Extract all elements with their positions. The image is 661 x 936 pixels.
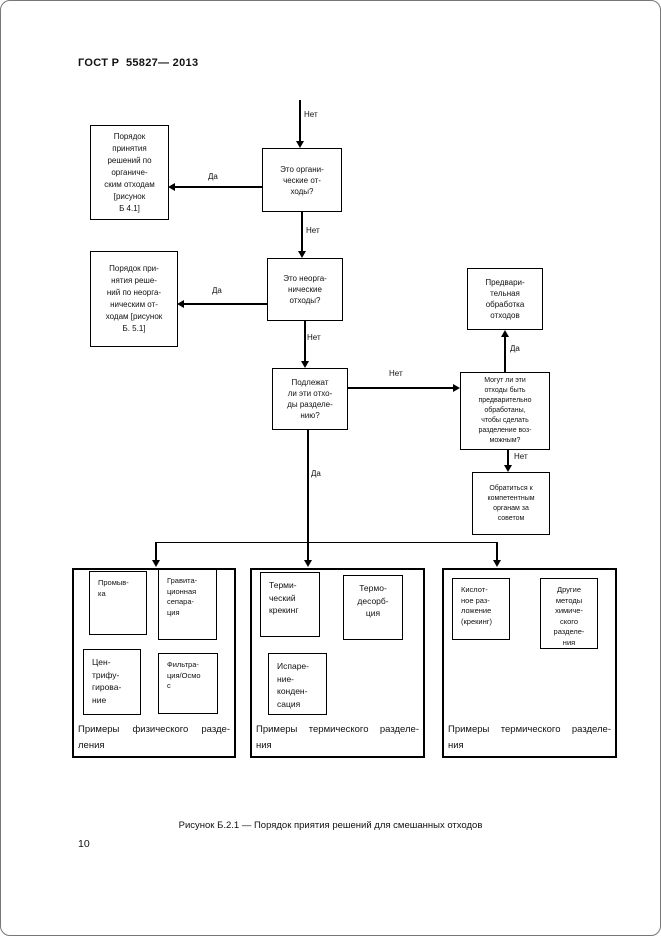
edge-label-no-organic: Нет <box>306 226 320 235</box>
arrowhead-organic-yes <box>168 183 175 191</box>
arrowhead-inorganic-yes <box>177 300 184 308</box>
method-filtration-osmosis: Фильтра- ция/Осмо с <box>158 653 218 714</box>
method-centrifugation: Цен- трифу- гирова- ние <box>83 649 141 715</box>
connector-organic-no <box>301 212 303 253</box>
document-header: ГОСТ Р 55827— 2013 <box>78 57 199 69</box>
arrowhead-to-physical-group <box>152 560 160 567</box>
method-thermal-cracking: Терми- ческий крекинг <box>260 572 320 637</box>
edge-label-no-entry: Нет <box>304 110 318 119</box>
arrowhead-to-chemical-group <box>493 560 501 567</box>
connector-organic-yes <box>175 186 262 188</box>
group-caption-thermal-line2: ния <box>256 740 272 751</box>
arrowhead-entry-no <box>296 141 304 148</box>
group-caption-chemical: Примеры термического разделе- ния <box>448 722 611 754</box>
connector-separation-no <box>348 387 454 389</box>
method-gravity-separation: Гравита- ционная сепара- ция <box>158 569 217 640</box>
method-thermal-desorption: Термо- десорб- ция <box>343 575 403 640</box>
arrowhead-inorganic-no <box>301 361 309 368</box>
connector-separation-yes <box>307 430 309 561</box>
node-inorganic-procedure: Порядок при- нятия реше- ний по неорга- … <box>90 251 178 347</box>
edge-label-yes-pretreat: Да <box>510 344 520 353</box>
node-consult-authorities: Обратиться к компетентным органам за сов… <box>472 472 550 535</box>
method-washing: Промыв- ка <box>89 571 147 635</box>
group-caption-physical-line1: Примеры физического разде- <box>78 724 230 735</box>
connector-pretreat-no <box>507 450 509 466</box>
arrowhead-pretreat-yes <box>501 330 509 337</box>
edge-label-no-inorganic: Нет <box>307 333 321 342</box>
group-caption-thermal: Примеры термического разделе- ния <box>256 722 419 754</box>
edge-label-yes-inorganic: Да <box>212 286 222 295</box>
connector-branch-left <box>155 542 157 561</box>
group-caption-physical-line2: ления <box>78 740 105 751</box>
arrowhead-organic-no <box>298 251 306 258</box>
edge-label-no-separation: Нет <box>389 369 403 378</box>
connector-inorganic-no <box>304 321 306 363</box>
method-other-chemical: Другие методы химиче- ского разделе- ния <box>540 578 598 649</box>
node-pretreat-decision: Могут ли эти отходы быть предварительно … <box>460 372 550 450</box>
connector-pretreat-yes <box>504 336 506 372</box>
node-separation-decision: Подлежат ли эти отхо- ды разделе- нию? <box>272 368 348 430</box>
edge-label-yes-separation: Да <box>311 469 321 478</box>
node-pretreatment: Предвари- тельная обработка отходов <box>467 268 543 330</box>
group-caption-chemical-line1: Примеры термического разделе- <box>448 724 611 735</box>
group-caption-physical: Примеры физического разде- ления <box>78 722 230 754</box>
edge-label-no-pretreat: Нет <box>514 452 528 461</box>
figure-caption: Рисунок Б.2.1 — Порядок приятия решений … <box>178 820 483 831</box>
connector-branch-right <box>496 542 498 561</box>
node-inorganic-decision: Это неорга- нические отходы? <box>267 258 343 321</box>
arrowhead-separation-no <box>453 384 460 392</box>
connector-branch-horizontal <box>155 542 498 543</box>
group-caption-thermal-line1: Примеры термического разделе- <box>256 724 419 735</box>
arrowhead-to-thermal-group <box>304 560 312 567</box>
connector-entry-no <box>299 100 301 143</box>
arrowhead-pretreat-no <box>504 465 512 472</box>
edge-label-yes-organic: Да <box>208 172 218 181</box>
node-organic-procedure: Порядок принятия решений по органиче- ск… <box>90 125 169 220</box>
method-evaporation-condensation: Испаре- ние- конден- сация <box>268 653 327 715</box>
group-caption-chemical-line2: ния <box>448 740 464 751</box>
node-organic-decision: Это органи- ческие от- ходы? <box>262 148 342 212</box>
method-acid-decomposition: Кислот- ное раз- ложение (крекинг) <box>452 578 510 640</box>
connector-inorganic-yes <box>184 303 267 305</box>
page-number: 10 <box>78 838 90 850</box>
